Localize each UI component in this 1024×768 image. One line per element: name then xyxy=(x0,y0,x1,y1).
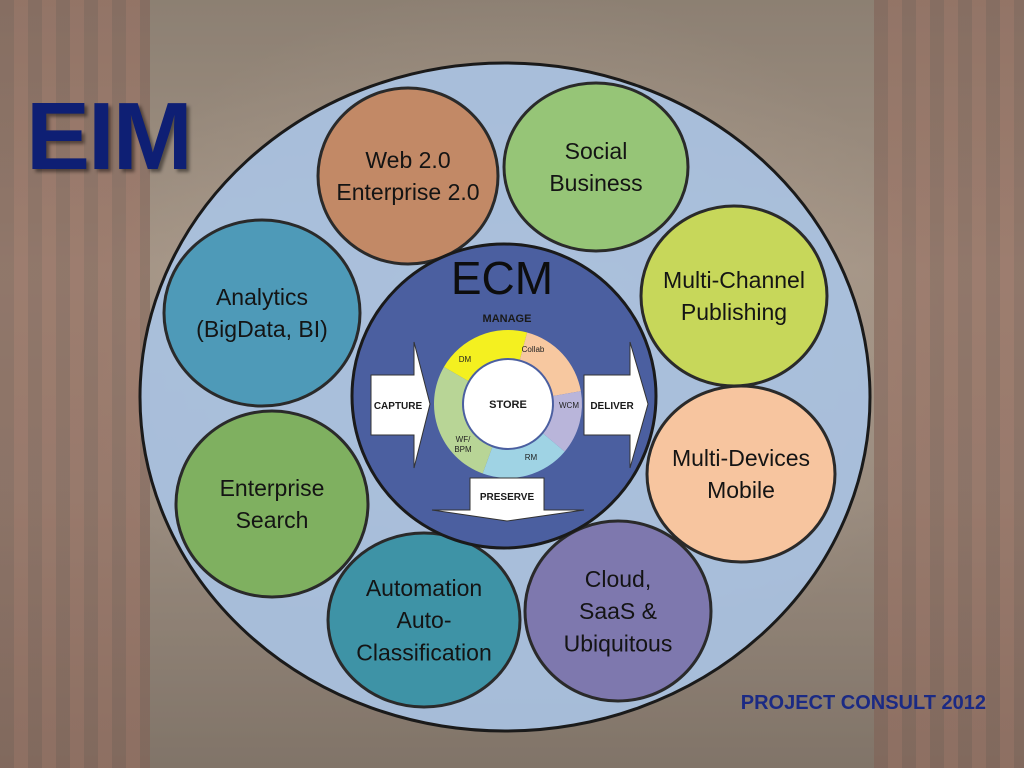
bubble-analytics-label: (BigData, BI) xyxy=(196,316,328,342)
capture-arrow xyxy=(370,341,431,469)
bubble-cloud-label: SaaS & xyxy=(579,598,657,624)
bubble-cloud-shape xyxy=(523,519,713,703)
cycle-segment-label: RM xyxy=(525,453,538,462)
bubble-automation-label: Auto- xyxy=(397,607,452,633)
preserve-arrow xyxy=(431,477,585,522)
bubble-multichannel-label: Multi-Channel xyxy=(663,267,805,293)
bubble-analytics-shape xyxy=(162,218,362,408)
bubble-cloud-label: Cloud, xyxy=(585,566,651,592)
bubble-cloud-label: Ubiquitous xyxy=(564,630,673,656)
bubble-multidevices-label: Mobile xyxy=(707,477,775,503)
left-curtain xyxy=(0,0,150,768)
bubble-social-label: Social xyxy=(565,138,628,164)
bubble-multidevices-shape xyxy=(645,384,837,564)
cycle-segment xyxy=(482,433,565,479)
bubble-social-label: Business xyxy=(549,170,642,196)
bubble-search-shape xyxy=(174,409,370,599)
bubble-cloud: Cloud, SaaS & Ubiquitous xyxy=(523,519,713,703)
ecm-title: ECM xyxy=(451,252,553,304)
preserve-label: PRESERVE xyxy=(480,492,535,503)
bubble-automation-label: Classification xyxy=(356,639,492,665)
bubble-web-label: Web 2.0 xyxy=(365,147,450,173)
bubble-web-label: Enterprise 2.0 xyxy=(336,179,479,205)
footer-credit: PROJECT CONSULT 2012 xyxy=(740,692,986,714)
bubble-multichannel-label: Publishing xyxy=(681,299,787,325)
bubble-social-shape xyxy=(502,81,690,253)
deliver-label: DELIVER xyxy=(590,401,634,412)
bubble-multichannel-shape xyxy=(639,204,829,388)
cycle-segment xyxy=(543,391,583,452)
right-curtain xyxy=(874,0,1024,768)
cycle-segment-label: BPM xyxy=(454,445,472,454)
cycle-segment-label: WCM xyxy=(559,401,579,410)
bubble-analytics: Analytics (BigData, BI) xyxy=(162,218,362,408)
page-title: EIM xyxy=(26,83,193,190)
cycle-segment xyxy=(443,330,528,381)
store-label: STORE xyxy=(489,399,527,411)
deliver-arrow xyxy=(583,341,649,469)
cycle-segment xyxy=(519,332,581,397)
cycle-segment-label: DM xyxy=(459,355,472,364)
cycle-segment-label: Collab xyxy=(522,345,545,354)
manage-label: MANAGE xyxy=(483,313,532,325)
bubble-multidevices-label: Multi-Devices xyxy=(672,445,810,471)
cycle-segment-label: WF/ xyxy=(456,435,471,444)
bubble-automation-label: Automation xyxy=(366,575,482,601)
capture-label: CAPTURE xyxy=(374,401,423,412)
bubble-analytics-label: Analytics xyxy=(216,284,308,310)
bubble-search-label: Enterprise xyxy=(220,475,325,501)
cycle-segment xyxy=(434,367,493,474)
store-hub xyxy=(464,360,552,448)
bubble-automation-shape xyxy=(326,531,522,709)
bubble-search-label: Search xyxy=(236,507,309,533)
bubble-web-shape xyxy=(316,86,500,266)
